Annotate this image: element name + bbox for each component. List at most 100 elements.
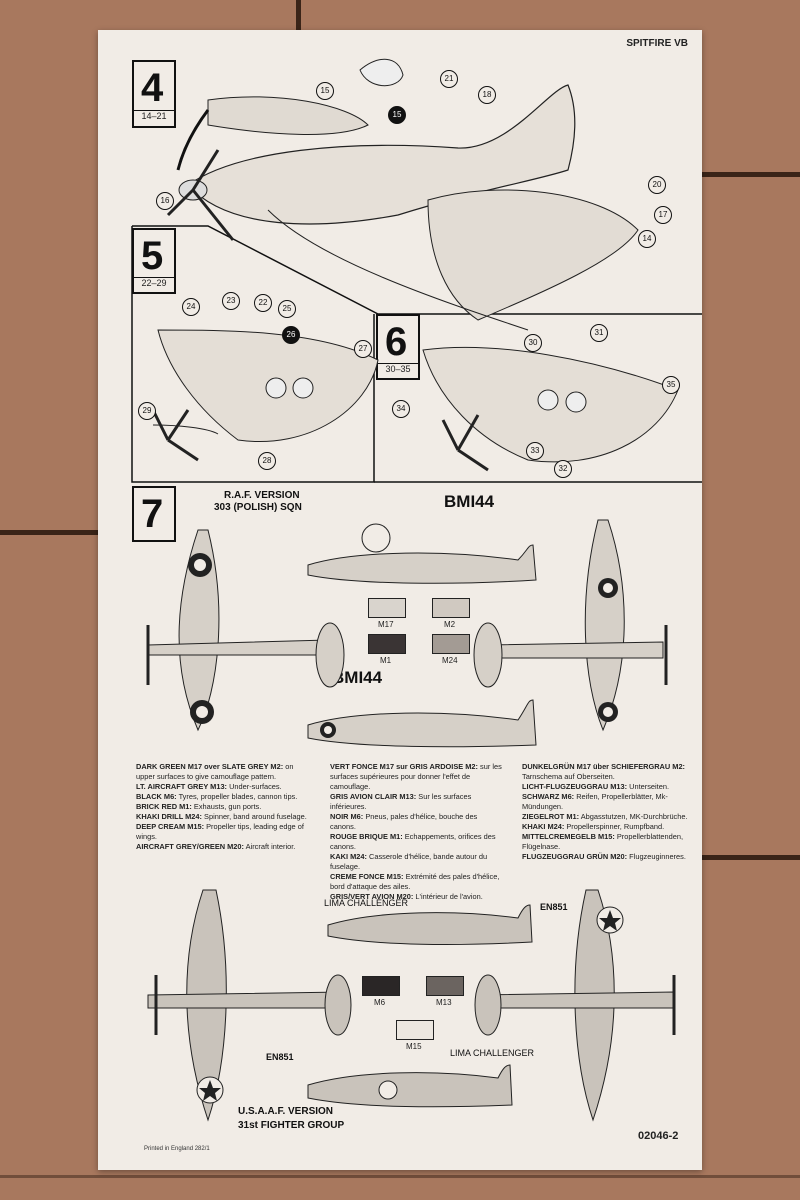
part-callout: 33 — [526, 442, 544, 460]
swatch-label: M2 — [444, 620, 456, 629]
usaaf-name-top: LIMA CHALLENGER — [324, 898, 409, 908]
colour-note-heading: VERT FONCE M17 sur GRIS ARDOISE M2: — [330, 762, 478, 771]
colour-note-text: on upper surfaces to give camouflage pat… — [136, 762, 294, 781]
part-callout: 32 — [554, 460, 572, 478]
part-callout: 35 — [662, 376, 680, 394]
usaaf-group: 31st FIGHTER GROUP — [238, 1120, 345, 1131]
step-6-box: 6 30–35 — [376, 314, 420, 380]
colour-note-heading: KAKI M24: — [330, 851, 367, 861]
colour-note-text: Aircraft interior. — [244, 841, 296, 851]
colour-note-text: Reifen, Propellerblätter, Mk-Mündungen. — [522, 791, 668, 811]
colour-note-heading: KHAKI M24: — [522, 821, 565, 831]
colour-note: LT. AIRCRAFT GREY M13: Under-surfaces. — [136, 782, 308, 792]
colour-swatch-m15 — [396, 1020, 434, 1040]
step-5-box: 5 22–29 — [132, 228, 176, 294]
step-range: 14–21 — [134, 110, 174, 121]
colour-note-text: Exhausts, gun ports. — [191, 801, 262, 811]
raf-serial-lower: BMI44 — [332, 668, 383, 687]
assembly-diagram — [131, 58, 702, 483]
swatch-label: M6 — [374, 998, 386, 1007]
swatch-label: M24 — [442, 656, 458, 665]
colour-note-text: Tyres, propeller blades, cannon tips. — [176, 791, 298, 801]
colour-note-heading: AIRCRAFT GREY/GREEN M20: — [136, 841, 244, 851]
colour-note-text: sur les surfaces supérieures pour donner… — [330, 762, 502, 791]
colour-swatch-m2 — [432, 598, 470, 618]
tile-grout — [700, 855, 800, 860]
tile-grout — [296, 0, 301, 30]
colour-note-heading: LT. AIRCRAFT GREY M13: — [136, 781, 228, 791]
raf-serial: BMI44 — [444, 492, 495, 511]
colour-note-text: Tarnschema auf Oberseiten. — [522, 771, 615, 781]
colour-note-text: Under-surfaces. — [227, 781, 282, 791]
raf-squadron: 303 (POLISH) SQN — [214, 502, 302, 513]
tile-grout — [0, 530, 100, 535]
colour-note-heading: FLUGZEUGGRAU GRÜN M20: — [522, 851, 628, 861]
tile-grout — [0, 1175, 800, 1178]
part-callout: 16 — [156, 192, 174, 210]
colour-note: KAKI M24: Casserole d'hélice, bande auto… — [330, 852, 502, 872]
colour-note-text: Echappements, orifices des canons. — [330, 831, 496, 851]
swatch-label: M1 — [380, 656, 392, 665]
colour-note-heading: SCHWARZ M6: — [522, 791, 575, 801]
part-callout: 26 — [282, 326, 300, 344]
colour-swatch-m6 — [362, 976, 400, 996]
colour-notes-german: DUNKELGRÜN M17 über SCHIEFERGRAU M2: Tar… — [522, 762, 694, 862]
instruction-sheet: SPITFIRE VB 4 14–21 5 22–29 6 30–35 7 — [98, 30, 702, 1170]
colour-note: VERT FONCE M17 sur GRIS ARDOISE M2: sur … — [330, 762, 502, 792]
colour-note: MITTELCREMEGELB M15: Propellerblattenden… — [522, 832, 694, 852]
colour-note: ZIEGELROT M1: Abgasstutzen, MK-Durchbrüc… — [522, 812, 694, 822]
colour-note-text: Unterseiten. — [627, 781, 670, 791]
colour-note-heading: BRICK RED M1: — [136, 801, 192, 811]
colour-note-text: Propellerblattenden, Flügelnase. — [522, 831, 684, 851]
colour-note-heading: CREME FONCE M15: — [330, 871, 404, 881]
printed-note: Printed in England 282/1 — [144, 1146, 210, 1152]
colour-note: GRIS/VERT AVION M20: L'intérieur de l'av… — [330, 892, 502, 902]
colour-note: NOIR M6: Pneus, pales d'hélice, bouche d… — [330, 812, 502, 832]
colour-note-text: Extrémité des pales d'hélice, bord d'att… — [330, 871, 500, 891]
part-callout: 23 — [222, 292, 240, 310]
tile-grout — [700, 172, 800, 177]
colour-note: DARK GREEN M17 over SLATE GREY M2: on up… — [136, 762, 308, 782]
colour-note-heading: NOIR M6: — [330, 811, 364, 821]
sheet-code: 02046-2 — [638, 1130, 679, 1142]
colour-note-heading: ROUGE BRIQUE M1: — [330, 831, 403, 841]
colour-note-heading: BLACK M6: — [136, 791, 177, 801]
colour-note: BRICK RED M1: Exhausts, gun ports. — [136, 802, 308, 812]
colour-note-heading: KHAKI DRILL M24: — [136, 811, 202, 821]
step-range: 22–29 — [134, 277, 174, 288]
colour-note: ROUGE BRIQUE M1: Echappements, orifices … — [330, 832, 502, 852]
colour-note-heading: GRIS AVION CLAIR M13: — [330, 791, 417, 801]
colour-note-heading: GRIS/VERT AVION M20: — [330, 891, 414, 901]
colour-note-heading: MITTELCREMEGELB M15: — [522, 831, 615, 841]
colour-note-heading: DEEP CREAM M15: — [136, 821, 205, 831]
colour-note-text: Casserole d'hélice, bande autour du fuse… — [330, 851, 488, 871]
usaaf-serial-top: EN851 — [540, 902, 568, 912]
colour-note: KHAKI DRILL M24: Spinner, band around fu… — [136, 812, 308, 822]
swatch-label: M13 — [436, 998, 452, 1007]
colour-note: KHAKI M24: Propellerspinner, Rumpfband. — [522, 822, 694, 832]
colour-note: LICHT-FLUGZEUGGRAU M13: Unterseiten. — [522, 782, 694, 792]
colour-note-text: Abgasstutzen, MK-Durchbrüche. — [579, 811, 688, 821]
part-callout: 25 — [278, 300, 296, 318]
part-callout: 15 — [316, 82, 334, 100]
colour-note-text: L'intérieur de l'avion. — [413, 891, 483, 901]
colour-note-heading: DARK GREEN M17 over SLATE GREY M2: — [136, 762, 284, 771]
step-number: 4 — [141, 66, 164, 110]
part-callout: 20 — [648, 176, 666, 194]
part-callout: 30 — [524, 334, 542, 352]
part-callout: 29 — [138, 402, 156, 420]
step-number: 7 — [141, 492, 164, 536]
colour-note: CREME FONCE M15: Extrémité des pales d'h… — [330, 872, 502, 892]
part-callout: 31 — [590, 324, 608, 342]
raf-version-title: R.A.F. VERSION — [224, 490, 300, 501]
swatch-label: M17 — [378, 620, 394, 629]
usaaf-profile-drawings — [147, 889, 676, 1122]
swatch-label: M15 — [406, 1042, 422, 1051]
part-callout: 21 — [440, 70, 458, 88]
colour-note-text: Propeller tips, leading edge of wings. — [136, 821, 304, 841]
colour-note-heading: LICHT-FLUGZEUGGRAU M13: — [522, 781, 628, 791]
part-callout: 22 — [254, 294, 272, 312]
colour-note-heading: DUNKELGRÜN M17 über SCHIEFERGRAU M2: — [522, 762, 686, 771]
colour-swatch-m13 — [426, 976, 464, 996]
part-callout: 27 — [354, 340, 372, 358]
